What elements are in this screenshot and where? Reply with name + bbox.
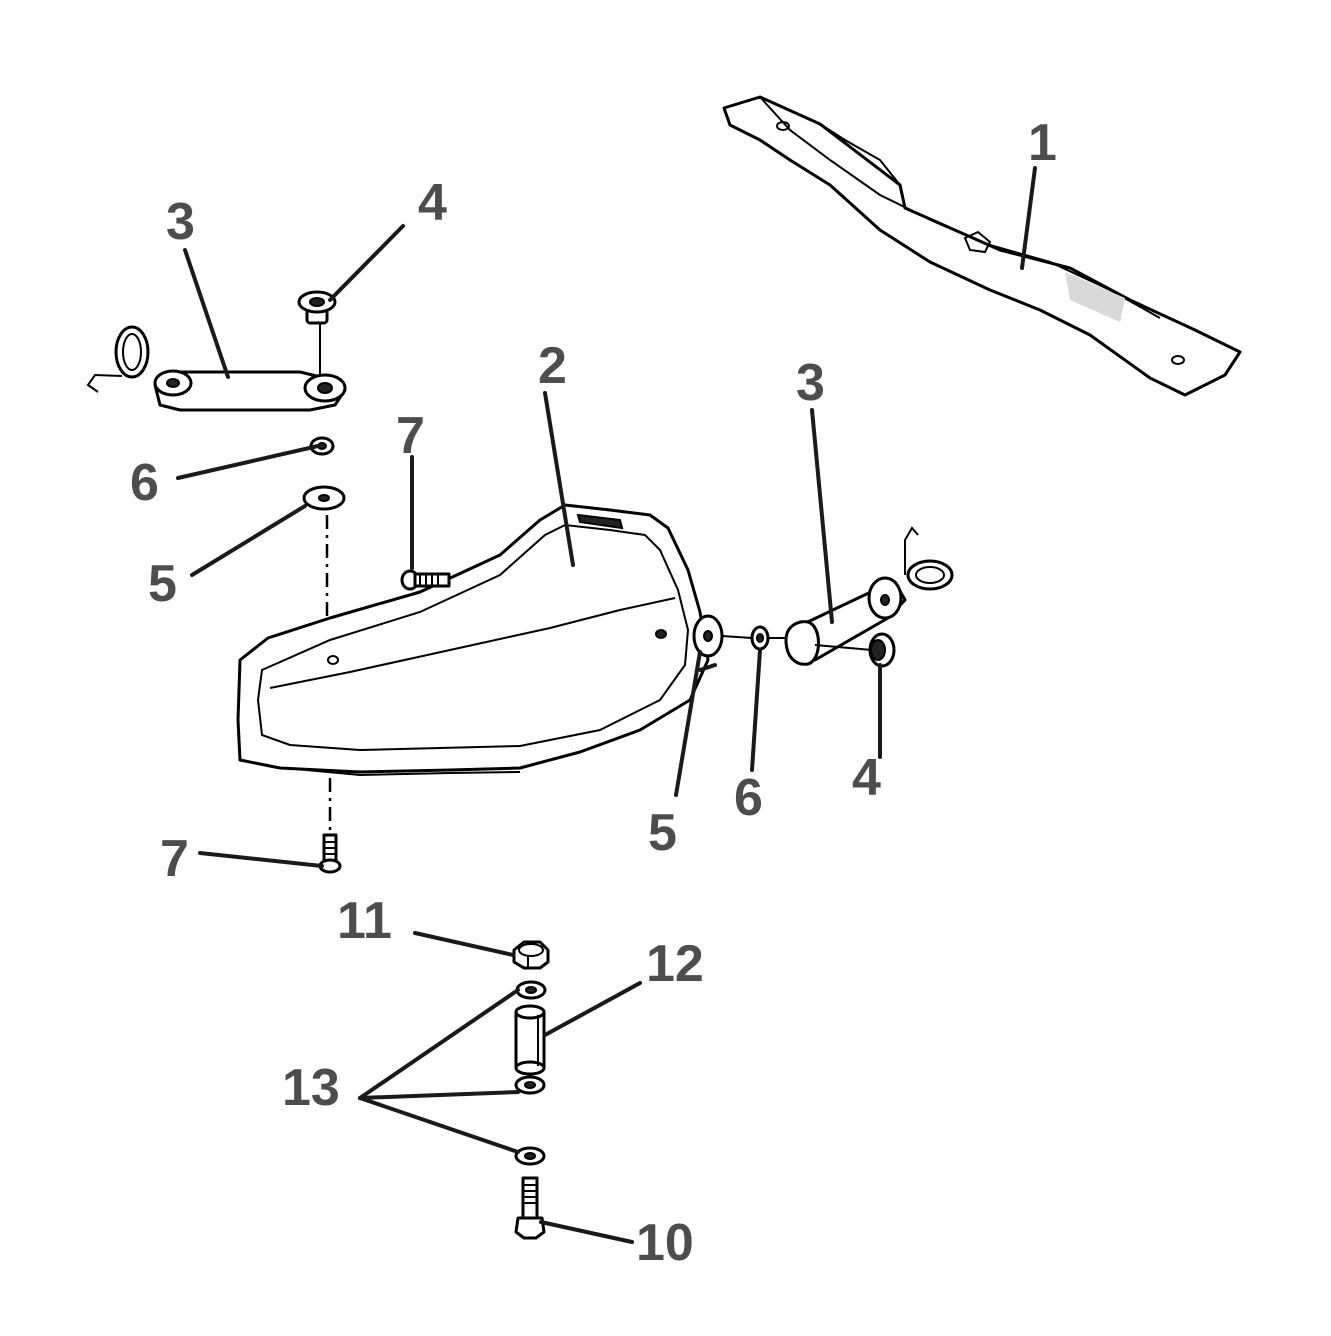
callout-3-right: 3 <box>796 354 825 412</box>
washer-left <box>302 485 346 511</box>
callout-2: 2 <box>538 337 567 395</box>
bolt-10 <box>514 1176 546 1240</box>
nut <box>512 940 550 970</box>
callout-6-left: 6 <box>130 454 159 512</box>
callout-10: 10 <box>636 1214 694 1272</box>
lockwasher-right <box>750 625 770 651</box>
callout-3-left: 3 <box>166 193 195 251</box>
discharge-chute <box>236 503 710 777</box>
spring-arm-right <box>784 526 954 666</box>
callout-labels: 1 2 3 3 4 4 6 6 5 5 7 7 11 12 13 10 <box>130 114 1057 1272</box>
callout-5-right: 5 <box>648 804 677 862</box>
mower-blade <box>722 95 1242 397</box>
spacer <box>514 1004 546 1076</box>
bolt-bottom <box>318 833 342 874</box>
callout-4-left: 4 <box>418 174 447 232</box>
washer-right <box>692 614 724 658</box>
bushing-left <box>297 290 337 325</box>
washer-13-top <box>515 980 547 1000</box>
leader-lines <box>176 166 1037 1244</box>
callout-7-top: 7 <box>396 407 425 465</box>
callout-11: 11 <box>337 892 392 950</box>
axis-line-right <box>721 635 753 639</box>
washer-13-bottom <box>514 1146 546 1166</box>
callout-5-left: 5 <box>148 555 177 613</box>
washer-13-middle <box>514 1075 546 1095</box>
bolt-top <box>400 569 451 591</box>
callout-6-right: 6 <box>734 769 763 827</box>
callout-1: 1 <box>1028 114 1057 172</box>
callout-4-right: 4 <box>852 749 881 807</box>
callout-13: 13 <box>282 1059 340 1117</box>
spring-arm-left <box>86 325 347 412</box>
callout-7-bottom: 7 <box>160 830 189 888</box>
callout-12: 12 <box>646 935 704 993</box>
